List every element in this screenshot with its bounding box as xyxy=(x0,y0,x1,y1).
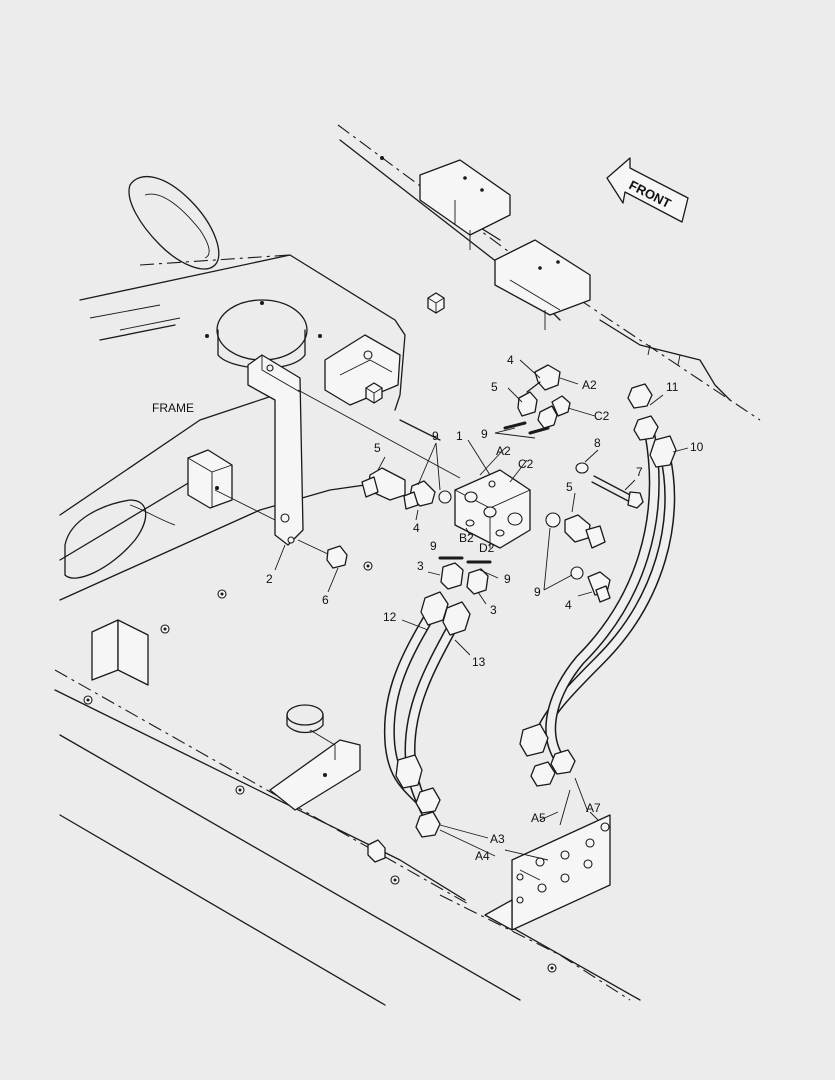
part-label-9: 9 xyxy=(432,429,439,443)
part-label-3: 3 xyxy=(490,603,497,617)
part-label-4: 4 xyxy=(413,521,420,535)
port-label-c2: C2 xyxy=(518,457,534,471)
part-label-10: 10 xyxy=(690,440,704,454)
part-label-4: 4 xyxy=(565,598,572,612)
port-label-d2: D2 xyxy=(479,541,495,555)
part-label-9: 9 xyxy=(504,572,511,586)
port-label-a3: A3 xyxy=(490,832,505,846)
part-label-11: 11 xyxy=(666,380,679,394)
port-label-a2: A2 xyxy=(582,378,597,392)
bolt-part-6 xyxy=(297,539,348,569)
frame-label: FRAME xyxy=(152,401,194,415)
part-label-12: 12 xyxy=(383,610,397,624)
port-label-a7: A7 xyxy=(586,801,601,815)
part-label-9: 9 xyxy=(430,539,437,553)
part-label-8: 8 xyxy=(594,436,601,450)
part-label-9: 9 xyxy=(534,585,541,599)
part-label-7: 7 xyxy=(636,465,643,479)
leader-lines xyxy=(274,359,689,881)
part-label-5: 5 xyxy=(374,441,381,455)
bracket-part-2 xyxy=(247,354,304,546)
part-label-1: 1 xyxy=(456,429,463,443)
labels: FRAME 4 5 A2 C2 9 9 1 A2 C2 8 7 11 10 5 … xyxy=(152,353,704,863)
part-label-5: 5 xyxy=(566,480,573,494)
port-label-a4: A4 xyxy=(475,849,490,863)
port-label-a2: A2 xyxy=(496,444,511,458)
part-label-3: 3 xyxy=(417,559,424,573)
part-label-2: 2 xyxy=(266,572,273,586)
part-label-6: 6 xyxy=(322,593,329,607)
fittings xyxy=(361,364,644,603)
port-bracket xyxy=(484,814,611,931)
part-label-5: 5 xyxy=(491,380,498,394)
frame-structure xyxy=(54,124,761,1006)
port-label-b2: B2 xyxy=(459,531,474,545)
part-label-9: 9 xyxy=(481,427,488,441)
hoses xyxy=(383,383,677,838)
part-label-13: 13 xyxy=(472,655,486,669)
front-arrow-icon: FRONT xyxy=(606,157,689,223)
port-label-a5: A5 xyxy=(531,811,546,825)
valve-block-part-1 xyxy=(454,469,531,549)
part-label-4: 4 xyxy=(507,353,514,367)
port-label-c2: C2 xyxy=(594,409,610,423)
